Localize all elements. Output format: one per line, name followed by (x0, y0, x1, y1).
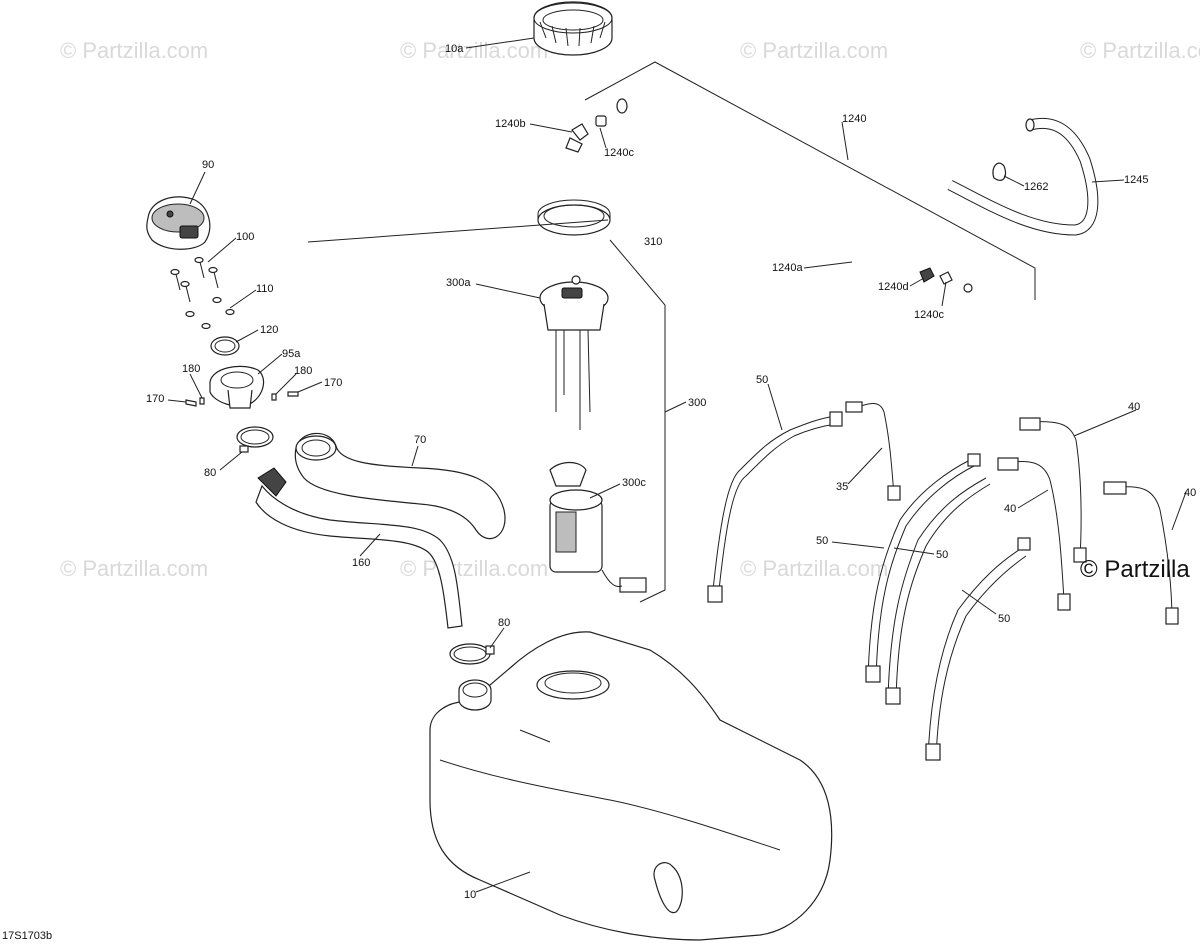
tank-strap-part[interactable] (1103, 481, 1179, 625)
callout-35: 35 (836, 481, 848, 493)
watermark: © Partzilla.com (60, 38, 209, 63)
hose-clamp-part[interactable] (992, 162, 1007, 181)
callout-180: 180 (294, 365, 312, 377)
check-valve-part[interactable] (919, 267, 973, 293)
callout-40: 40 (1004, 503, 1016, 515)
tank-strap-part[interactable] (885, 477, 991, 705)
callout-120: 120 (260, 324, 278, 336)
washer-part[interactable] (185, 296, 235, 330)
callout-310: 310 (644, 236, 662, 248)
assembly-bracket-line (584, 61, 1036, 603)
callout-180: 180 (182, 363, 200, 375)
watermark-bold: © Partzilla (1080, 556, 1190, 583)
tank-strap-part[interactable] (707, 411, 843, 603)
callout-10: 10 (464, 889, 476, 901)
figure-code: 17S1703b (2, 930, 53, 942)
filler-hose-part[interactable] (294, 432, 506, 540)
callout-80: 80 (498, 617, 510, 629)
callout-170: 170 (146, 393, 164, 405)
seal-ring-part[interactable] (537, 199, 611, 236)
vent-hose-part[interactable] (616, 94, 1026, 398)
filler-tube-part[interactable] (255, 467, 463, 629)
filler-neck-part[interactable] (209, 365, 265, 409)
callout-50: 50 (936, 549, 948, 561)
tank-strap-part[interactable] (925, 537, 1031, 761)
callout-1262: 1262 (1024, 181, 1048, 193)
callout-1240c: 1240c (604, 147, 634, 159)
watermark: © Partzilla.com (400, 556, 549, 581)
breather-hose-part[interactable] (947, 117, 1099, 236)
tank-strap-part[interactable] (865, 453, 981, 683)
valve-fitting-part[interactable] (565, 115, 607, 153)
watermark: © Partzilla.com (400, 38, 549, 63)
watermark: © Partzilla.com (60, 556, 209, 581)
callout-50: 50 (756, 374, 768, 386)
callout-50: 50 (816, 535, 828, 547)
watermark: © Partzilla.com (740, 38, 889, 63)
fuel-tank-part[interactable] (429, 631, 833, 941)
callout-1240: 1240 (842, 113, 866, 125)
callout-50: 50 (998, 613, 1010, 625)
callout-300: 300 (688, 397, 706, 409)
callout-1240a: 1240a (772, 262, 803, 274)
leader-lines (167, 37, 1187, 893)
callout-80: 80 (204, 467, 216, 479)
callout-10a: 10a (445, 43, 464, 55)
callout-300a: 300a (446, 277, 471, 289)
callout-95a: 95a (282, 348, 301, 360)
o-ring-part[interactable] (210, 336, 240, 356)
callout-100: 100 (236, 231, 254, 243)
cover-plate-part[interactable] (146, 196, 211, 250)
tank-strap-part[interactable] (997, 457, 1071, 611)
tank-strap-part[interactable] (845, 401, 901, 501)
callout-300c: 300c (622, 477, 646, 489)
bolt-part[interactable] (185, 391, 299, 407)
callout-1245: 1245 (1124, 174, 1148, 186)
lock-ring-part[interactable] (533, 1, 613, 56)
fuel-pump-flange-part[interactable] (539, 275, 609, 430)
tank-strap-part[interactable] (1019, 417, 1087, 563)
callout-40: 40 (1184, 487, 1196, 499)
callout-160: 160 (352, 557, 370, 569)
hose-clamp-part[interactable] (236, 426, 274, 453)
callout-1240b: 1240b (495, 118, 526, 130)
watermark: © Partzilla.com (740, 556, 889, 581)
screw-part[interactable] (170, 256, 219, 303)
callout-170: 170 (324, 377, 342, 389)
callout-110: 110 (256, 283, 274, 295)
hose-clamp-part[interactable] (449, 643, 495, 665)
callout-1240d: 1240d (878, 281, 909, 293)
fuel-pump-module-part[interactable] (549, 461, 647, 593)
callout-1240c: 1240c (914, 309, 944, 321)
callout-70: 70 (414, 434, 426, 446)
callout-90: 90 (202, 159, 214, 171)
callout-40: 40 (1128, 401, 1140, 413)
watermark: © Partzilla.com (1080, 38, 1200, 63)
